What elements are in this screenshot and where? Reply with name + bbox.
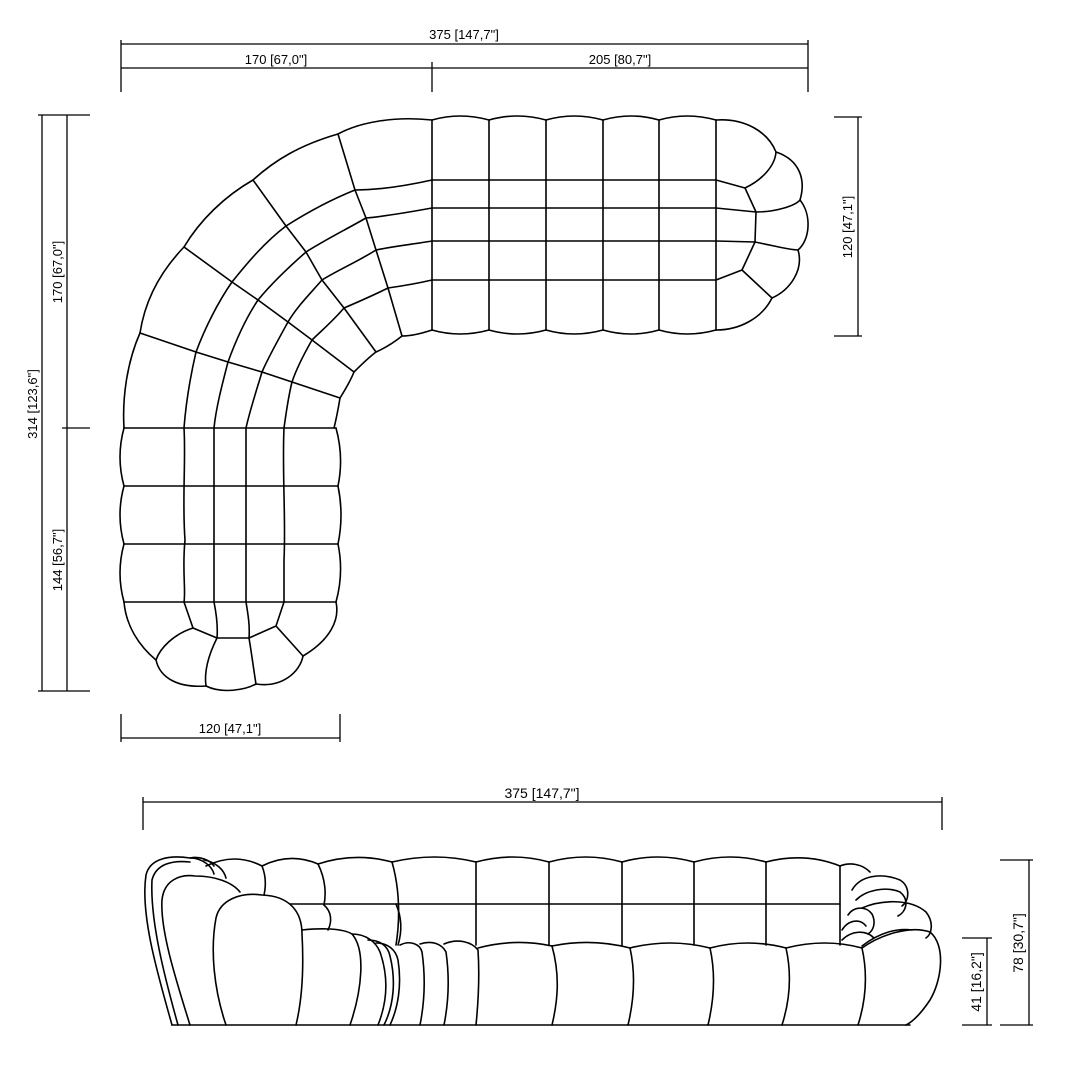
plan-upper-depth-label: 170 [67,0"] — [50, 241, 65, 303]
plan-corner-width-label: 170 [67,0"] — [245, 52, 307, 67]
front-back-cushions — [205, 856, 841, 946]
front-overall-width-label: 375 [147,7"] — [504, 785, 579, 801]
plan-dimension-lines — [38, 40, 862, 742]
front-dimension-lines — [142, 797, 1033, 1026]
corner-section — [122, 117, 433, 429]
plan-right-depth-label: 120 [47,1"] — [840, 196, 855, 258]
bottom-end-cushions — [123, 601, 338, 692]
plan-bottom-width-label: 120 [47,1"] — [199, 721, 261, 736]
sofa-plan-view — [119, 115, 809, 692]
front-right-end — [839, 863, 942, 1026]
right-end-cushions — [715, 119, 809, 331]
plan-overall-width-label: 375 [147,7"] — [429, 27, 499, 42]
front-seat-cushions — [477, 941, 867, 1026]
plan-overall-depth-label: 314 [123,6"] — [25, 369, 40, 439]
plan-lower-depth-label: 144 [56,7"] — [50, 529, 65, 591]
vertical-section — [119, 427, 342, 603]
front-seat-height-label: 41 [16,2"] — [968, 952, 984, 1011]
front-total-height-label: 78 [30,7"] — [1010, 913, 1026, 972]
plan-straight-width-label: 205 [80,7"] — [589, 52, 651, 67]
front-left-end — [144, 856, 480, 1026]
straight-section — [431, 115, 717, 335]
sofa-front-view — [144, 856, 942, 1026]
